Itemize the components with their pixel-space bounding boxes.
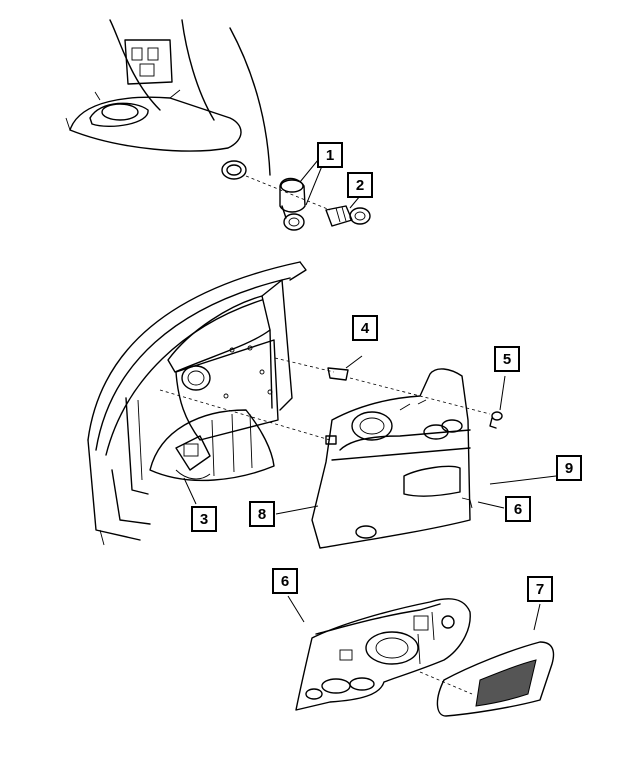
callout-4[interactable]: 4	[352, 315, 378, 341]
quarter-panel-body-illustration	[87, 261, 491, 546]
callout-6-upper[interactable]: 6	[505, 496, 531, 522]
screw-illustration	[489, 411, 503, 429]
callout-1[interactable]: 1	[317, 142, 343, 168]
callout-8[interactable]: 8	[249, 501, 275, 527]
console-outlet-illustration	[65, 19, 371, 231]
callout-3[interactable]: 3	[191, 506, 217, 532]
bezel-cover-illustration	[436, 641, 555, 717]
callout-5[interactable]: 5	[494, 346, 520, 372]
callout-2[interactable]: 2	[347, 172, 373, 198]
callout-7[interactable]: 7	[527, 576, 553, 602]
callout-6-lower[interactable]: 6	[272, 568, 298, 594]
callout-9[interactable]: 9	[556, 455, 582, 481]
trim-panel-detail-illustration	[295, 598, 473, 711]
quarter-trim-panel-illustration	[311, 368, 473, 549]
